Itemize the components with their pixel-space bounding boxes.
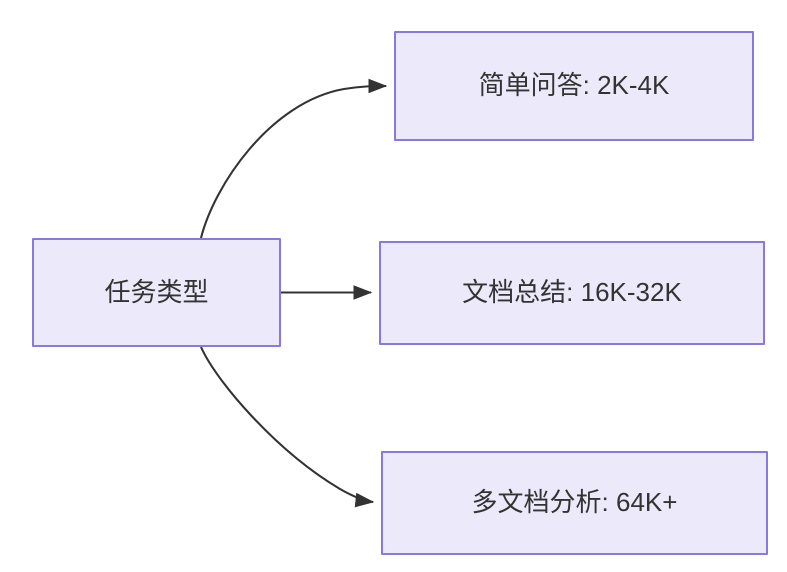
node-task-type[interactable]: 任务类型 [32, 238, 281, 347]
node-simple-qa[interactable]: 简单问答: 2K-4K [394, 31, 754, 141]
node-document-summary-label: 文档总结: 16K-32K [462, 277, 682, 308]
edge-root-to-multi-doc [200, 346, 375, 508]
node-document-summary[interactable]: 文档总结: 16K-32K [379, 241, 765, 345]
node-simple-qa-label: 简单问答: 2K-4K [478, 70, 670, 101]
node-task-type-label: 任务类型 [104, 276, 209, 307]
node-multi-document-analysis[interactable]: 多文档分析: 64K+ [381, 451, 768, 555]
node-multi-document-analysis-label: 多文档分析: 64K+ [471, 487, 678, 518]
edge-root-to-simple-qa [199, 78, 388, 239]
